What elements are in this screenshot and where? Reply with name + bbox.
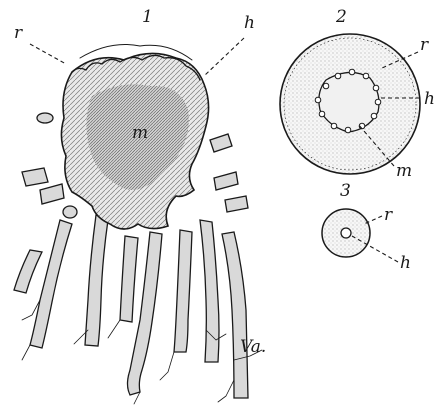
figure-1-label-va: Va.: [240, 337, 266, 357]
figure-2-label-h: h: [424, 89, 435, 109]
figure-2: [280, 34, 420, 174]
figure-3: [322, 209, 370, 257]
figure-1-number: 1: [142, 7, 153, 27]
figure-3-number: 3: [340, 181, 351, 201]
figure-1-leader-r: [30, 44, 66, 64]
figure-3-center: [341, 228, 351, 238]
figure-1-label-m: m: [132, 123, 148, 143]
figure-2-label-r: r: [420, 35, 429, 55]
figure-2-label-m: m: [396, 161, 412, 181]
figure-1-label-h: h: [244, 13, 255, 33]
figure-1: [14, 45, 262, 405]
figure-1-label-r: r: [14, 23, 23, 43]
figure-2-number: 2: [335, 7, 347, 27]
figure-3-label-h: h: [400, 253, 411, 273]
figure-1-leader-h: [204, 38, 244, 76]
figure-3-label-r: r: [384, 205, 393, 225]
